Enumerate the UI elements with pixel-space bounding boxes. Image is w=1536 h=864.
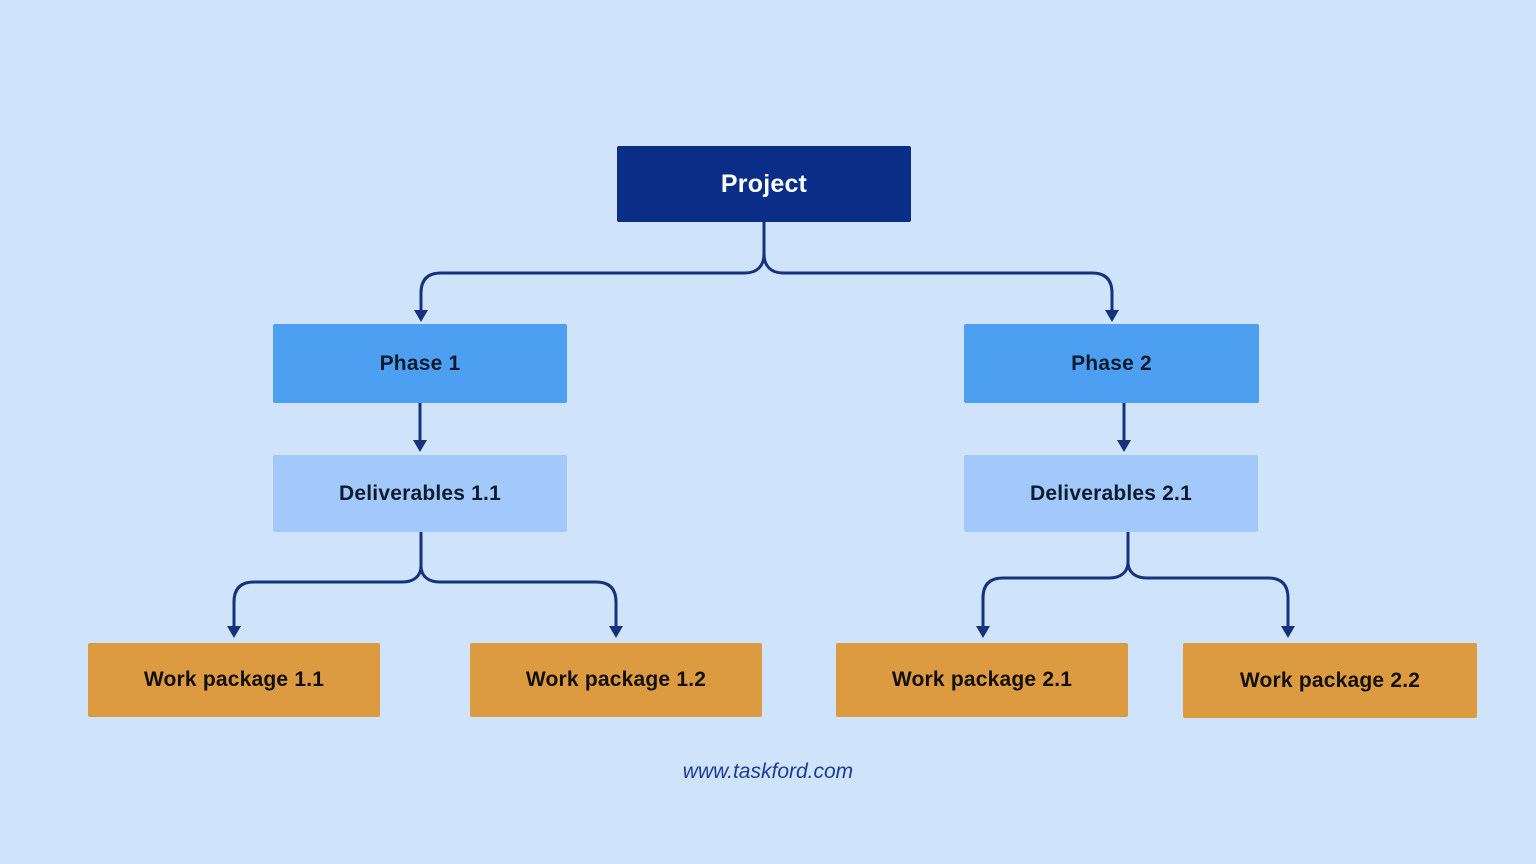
- node-deliverables-2-1: Deliverables 2.1: [964, 455, 1258, 532]
- node-work-package-1-1-label: Work package 1.1: [143, 668, 325, 691]
- arrowhead-wp21: [976, 626, 990, 638]
- connector-project-to-phase2: [762, 252, 1114, 313]
- connector-deliv2-to-wp21: [981, 560, 1130, 629]
- node-phase-1-label: Phase 1: [379, 351, 461, 375]
- node-work-package-2-2-label: Work package 2.2: [1239, 668, 1421, 692]
- arrowhead-wp12: [609, 626, 623, 638]
- node-phase-1: Phase 1: [273, 324, 567, 403]
- node-work-package-1-2-label: Work package 1.2: [525, 668, 707, 691]
- connector-deliv2-to-wp22: [1126, 560, 1290, 629]
- arrowhead-phase1: [414, 310, 428, 322]
- node-work-package-1-2: Work package 1.2: [470, 643, 762, 717]
- node-phase-2-label: Phase 2: [1071, 351, 1152, 375]
- arrowhead-deliv1: [413, 440, 427, 452]
- node-work-package-2-1-label: Work package 2.1: [891, 668, 1073, 691]
- arrowhead-phase2: [1105, 310, 1119, 322]
- connector-project-to-phase1: [419, 252, 766, 313]
- arrowhead-wp11: [227, 626, 241, 638]
- node-work-package-2-1: Work package 2.1: [836, 643, 1128, 717]
- node-deliverables-2-1-label: Deliverables 2.1: [1030, 481, 1192, 505]
- node-work-package-2-2: Work package 2.2: [1183, 643, 1477, 718]
- node-project-label: Project: [720, 169, 808, 198]
- connector-deliv1-to-wp12: [419, 564, 618, 629]
- connector-deliv1-to-wp11: [232, 564, 423, 629]
- node-deliverables-1-1-label: Deliverables 1.1: [339, 481, 501, 505]
- website-url: www.taskford.com: [682, 760, 854, 783]
- node-project: Project: [617, 146, 911, 222]
- node-phase-2: Phase 2: [964, 324, 1259, 403]
- node-work-package-1-1: Work package 1.1: [88, 643, 380, 717]
- node-deliverables-1-1: Deliverables 1.1: [273, 455, 567, 532]
- arrowhead-deliv2: [1117, 440, 1131, 452]
- arrowhead-wp22: [1281, 626, 1295, 638]
